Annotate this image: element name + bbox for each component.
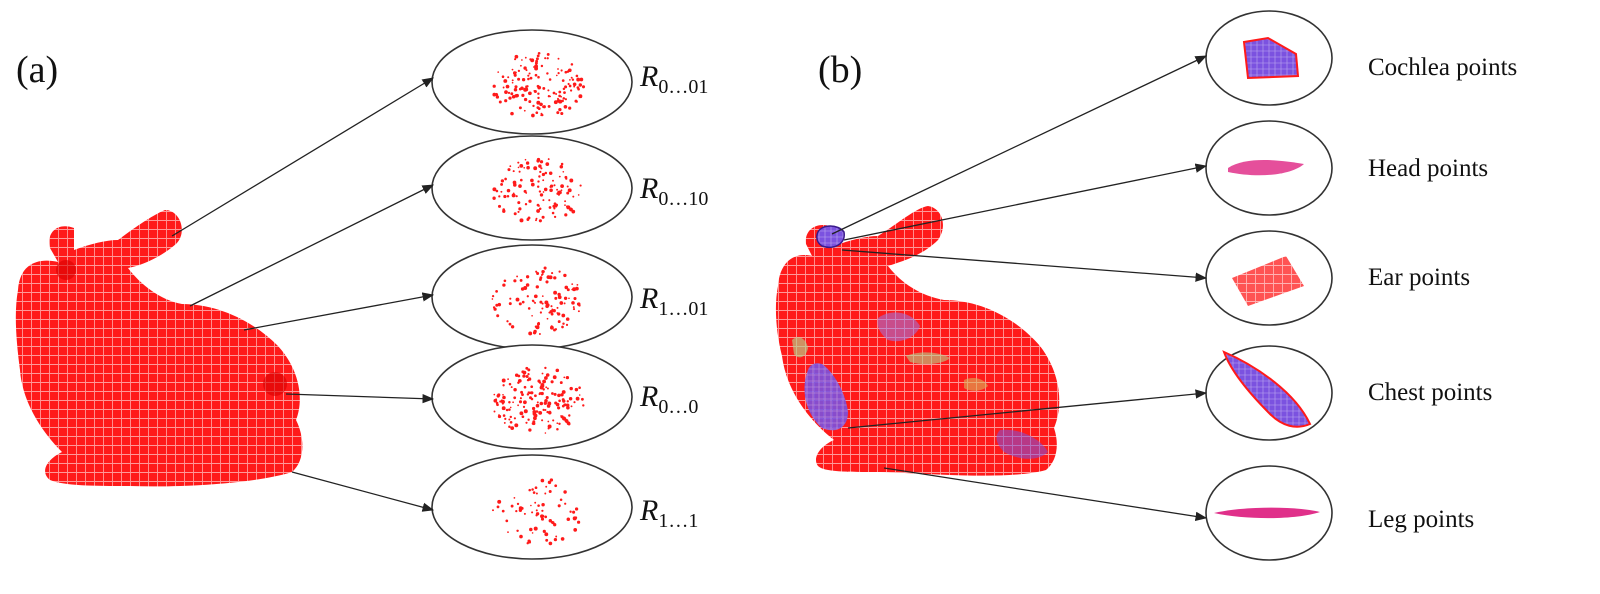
part-ellipses — [1205, 10, 1333, 561]
subset-ellipse — [431, 135, 633, 241]
subset-point-cloud — [492, 478, 581, 546]
arrow — [189, 184, 435, 307]
panel-a-label: (a) — [16, 49, 59, 91]
subset-ellipses — [431, 29, 633, 560]
arrow — [285, 393, 435, 404]
leg-part — [1214, 507, 1320, 519]
arrows — [171, 55, 1208, 522]
subset-label: R0…0 — [640, 380, 699, 418]
arrow — [841, 249, 1208, 282]
arrow — [883, 467, 1208, 522]
arrow — [243, 292, 435, 331]
bunny-a — [15, 210, 303, 487]
chest-points-label: Chest points — [1368, 379, 1493, 406]
subset-ellipse — [431, 344, 633, 450]
cochlea-highlight — [816, 225, 845, 248]
ear-points-label: Ear points — [1368, 264, 1471, 291]
subset-ellipse — [431, 29, 633, 135]
subset-label: R0…10 — [640, 172, 709, 210]
head-highlight — [906, 352, 950, 365]
leg-highlight — [964, 378, 988, 391]
subset-point-cloud — [492, 51, 586, 118]
subset-point-cloud — [491, 266, 581, 336]
subset-point-cloud — [493, 366, 585, 434]
arrow — [847, 389, 1208, 429]
side-highlight — [792, 337, 808, 358]
belly-highlight — [996, 429, 1048, 459]
ear-part — [1232, 256, 1304, 306]
subset-label: R1…1 — [640, 494, 699, 532]
chest-highlight — [804, 363, 848, 431]
subset-label: R0…01 — [640, 60, 709, 98]
arrow — [171, 77, 435, 237]
arrow — [291, 471, 435, 512]
bunny-b — [775, 206, 1060, 476]
subset-point-cloud — [492, 157, 582, 223]
cochlea-part — [1242, 36, 1300, 80]
head-part — [1228, 160, 1304, 176]
subset-label: R1…01 — [640, 282, 709, 320]
arrow — [843, 163, 1208, 241]
panel-b-label: (b) — [818, 49, 863, 91]
cochlea-points-label: Cochlea points — [1368, 54, 1518, 81]
arrow — [831, 55, 1208, 235]
leg-points-label: Leg points — [1368, 506, 1475, 533]
ear-highlight — [877, 312, 920, 342]
head-points-label: Head points — [1368, 155, 1489, 182]
subset-ellipse — [431, 454, 633, 560]
chest-part — [1222, 350, 1312, 428]
